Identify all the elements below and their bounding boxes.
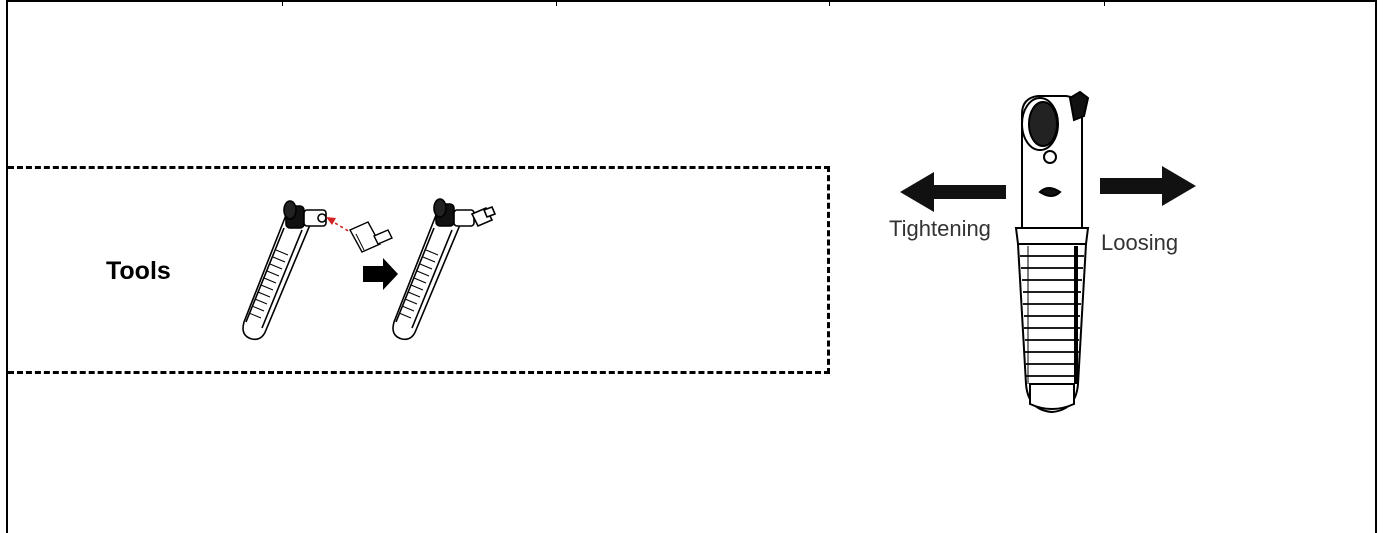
arrow-right-icon <box>363 258 398 290</box>
arrow-right-icon <box>1100 166 1196 206</box>
ratchet-screwdriver-icon <box>242 200 327 341</box>
ratchet-screwdriver-icon <box>392 198 497 341</box>
tightening-label: Tightening <box>889 216 991 241</box>
tools-label: Tools <box>106 257 171 285</box>
ratchet-direction-illustration <box>900 90 1196 414</box>
column-tick <box>282 0 283 6</box>
loosing-label: Loosing <box>1101 230 1179 255</box>
insert-path <box>329 219 351 233</box>
column-tick <box>829 0 830 6</box>
ratchet-screwdriver-icon <box>1014 90 1090 414</box>
arrow-left-icon <box>900 172 1006 212</box>
table-frame <box>6 0 1377 533</box>
tools-dashed-box <box>8 166 830 374</box>
column-tick <box>1104 0 1105 6</box>
column-tick <box>556 0 557 6</box>
bit-insertion-illustration <box>242 198 497 341</box>
insert-arrowhead <box>326 217 336 225</box>
bit-icon <box>349 221 393 253</box>
